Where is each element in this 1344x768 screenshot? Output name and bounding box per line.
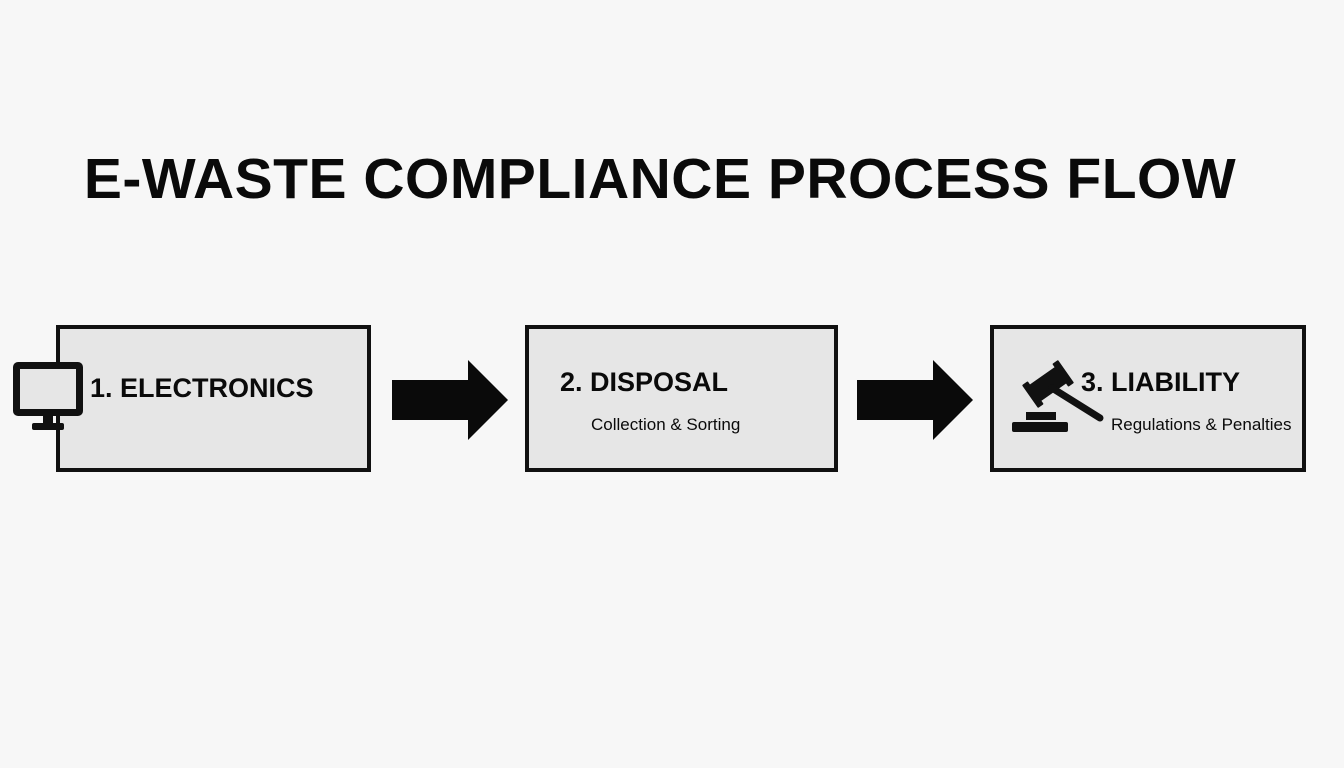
step-sublabel-liability: Regulations & Penalties [1111, 415, 1292, 434]
step-label-disposal: 2. DISPOSAL [560, 367, 729, 397]
diagram-title: E-WASTE COMPLIANCE PROCESS FLOW [83, 147, 1237, 211]
flow-arrow-right [855, 358, 977, 447]
step-label-liability: 3. LIABILITY [1081, 367, 1241, 397]
flow-arrow-right [390, 358, 512, 447]
step-sublabel-disposal: Collection & Sorting [591, 415, 741, 434]
step-box-electronics [56, 325, 371, 472]
step-label-electronics: 1. ELECTRONICS [90, 373, 314, 403]
monitor-icon [10, 358, 86, 439]
step-box-disposal [525, 325, 838, 472]
gavel-icon [1008, 356, 1108, 441]
